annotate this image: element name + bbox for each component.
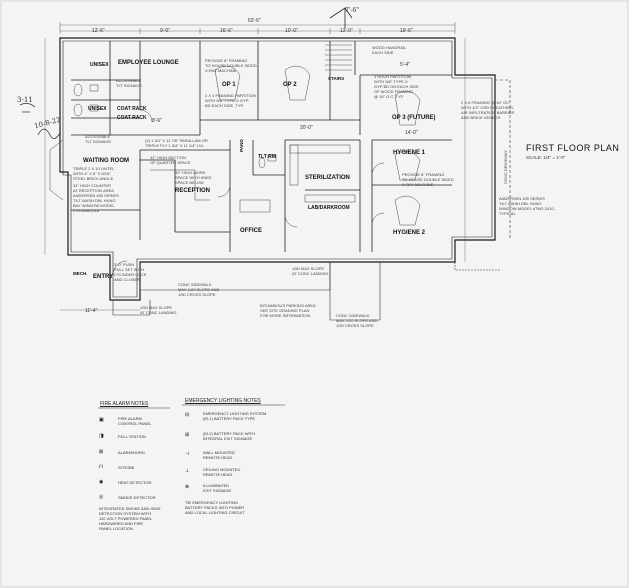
- room-coat-rack-2: COAT RACK: [117, 115, 147, 121]
- handwritten-marks: [19, 103, 61, 139]
- dim-6: 19'-6": [400, 28, 413, 34]
- room-employee-lounge: EMPLOYEE LOUNGE: [118, 60, 179, 66]
- note-door-push: 3'-0" PUSH PULL SET WITH CYLINDER LOCK A…: [114, 262, 147, 282]
- ceiling-head-icon: ⊥: [185, 468, 190, 474]
- room-op3: OP 3 (FUTURE): [392, 115, 436, 121]
- emergency-label: (EL2) BATTERY PACK WITH INTEGRAL EXIT SI…: [203, 431, 255, 441]
- site-work: [112, 79, 511, 321]
- dim-5: 13'-0": [340, 28, 353, 34]
- handwriting-3: 7'-6": [345, 7, 360, 14]
- dim-8: 20'-0": [300, 125, 313, 131]
- dim-3: 16'-6": [220, 28, 233, 34]
- dimension-lines: [44, 22, 466, 311]
- room-op1: OP 1: [222, 82, 236, 88]
- fire-alarm-label: HEAT DETECTOR: [118, 480, 152, 485]
- drawing-scale: SCALE: 1/4" = 1'-0": [526, 155, 566, 160]
- room-unisex-1: UNISEX: [90, 62, 109, 68]
- room-coat-rack-1: COAT RACK: [117, 106, 147, 112]
- note-slope-1: 1/50 MAX SLOPE AT CONC LANDING: [292, 266, 329, 276]
- alarm-horn-icon: ⊠: [99, 449, 104, 455]
- note-counter: 34" HIGH COUNTER AT RECEPTION AREA: [73, 183, 114, 193]
- fire-alarm-label: STROBE: [118, 465, 135, 470]
- dim-9: 14'-0": [405, 130, 418, 136]
- dim-10: 11'-4": [85, 308, 98, 314]
- exit-combo-icon: ⊞: [185, 432, 190, 438]
- emergency-footer: TIE EMERGENCY LIGHTING BATTERY PACKS INT…: [185, 500, 245, 515]
- dim-4: 10'-0": [285, 28, 298, 34]
- legend-frames: [98, 404, 285, 409]
- exit-sign-icon: ⊗: [185, 484, 190, 490]
- emergency-heading: EMERGENCY LIGHTING NOTES: [185, 398, 261, 404]
- accessible-signage-2: ACCESSIBLE TLT SIGNAGE: [85, 134, 112, 144]
- fire-alarm-label: ALARM/HORN: [118, 450, 145, 455]
- room-tlt: TLT RM: [258, 154, 276, 160]
- fire-alarm-label: FIRE ALARM CONTROL PANEL: [118, 416, 152, 426]
- note-window: ANDERSEN 400 SERIES TILT-WASH DBL HUNG B…: [73, 193, 119, 213]
- emergency-label: WALL MOUNTED REMOTE HEAD: [203, 450, 235, 460]
- fire-alarm-label: PULL STATION: [118, 434, 146, 439]
- note-wood-handrail: WOOD HANDRAIL EACH SIDE: [372, 45, 407, 55]
- note-driveway: CONC DRIVEWAY: [503, 150, 508, 184]
- dim-overall: 63'-6": [248, 18, 261, 24]
- fixtures: [49, 44, 421, 276]
- note-beam: (2) 1 3/4" X 11 7/8" PARALLAM OR TRIPLE …: [145, 138, 208, 148]
- drawing-title: FIRST FLOOR PLAN: [526, 143, 620, 153]
- room-unisex-2: UNISEX: [88, 106, 107, 112]
- room-hygiene1: HYGIENE 1: [393, 150, 426, 156]
- emergency-label: CEILING MOUNTED REMOTE HEAD: [203, 467, 241, 477]
- note-sidewalk-2: CONC SIDEWALK MAX 1/20 SLOPE AND 1/50 CR…: [336, 313, 378, 328]
- handwriting-1: 3-11: [17, 96, 33, 104]
- note-hr-partition: 1 HOUR PARTITION WITH 5/8" TYPE-X GYP BD…: [374, 74, 419, 99]
- dim-1: 12'-6": [92, 28, 105, 34]
- accessible-signage-1: ACCESSIBLE TLT SIGNAGE: [116, 78, 143, 88]
- room-reception: RECEPTION: [175, 188, 211, 194]
- emergency-label: EMERGENCY LIGHTING SYSTEM (EL1) BATTERY …: [203, 411, 267, 421]
- fire-alarm-label: SMOKE DETECTOR: [118, 495, 156, 500]
- north-arrow-icon: [329, 7, 353, 28]
- pull-station-icon: ◨: [99, 433, 104, 439]
- note-op1-partition2: 2 X 4 FRAMING PARTITION WITH 5/8" TYPE-X…: [205, 93, 256, 108]
- room-sterilization: STERILIZATION: [305, 175, 350, 181]
- note-quarter-space: 42" HIGH SECTION OF QUARTER SPACE: [150, 155, 191, 165]
- heat-detector-icon: ◉: [99, 479, 104, 485]
- note-xray-h2: PROVIDE 8" FRAMING TO HOUSE DOUBLE SIDED…: [402, 172, 454, 187]
- fire-alarm-footer: INTEGRATED SMOKE AND HEAT DETECTION SYST…: [99, 506, 161, 531]
- note-sidewalk-1: CONC SIDEWALK MAX 1/20 SLOPE AND 1/50 CR…: [178, 282, 220, 297]
- room-entry: ENTRY: [93, 274, 114, 280]
- room-waiting: WAITING ROOM: [83, 158, 129, 164]
- interior-walls: [71, 41, 452, 252]
- dim-2: 9'-0": [160, 28, 170, 34]
- fire-alarm-heading: FIRE ALARM NOTES: [100, 401, 149, 407]
- note-op1-partition: PROVIDE 8" FRAMING TO HOUSE DOUBLE SIDED…: [205, 58, 257, 73]
- wall-head-icon: ⊣: [185, 451, 190, 457]
- room-pano: PANO: [238, 139, 244, 152]
- room-office: OFFICE: [240, 228, 262, 234]
- strobe-icon: ⊓: [99, 464, 103, 470]
- note-lintel: TRIPLE 2 X 10 LINTEL WITH 4" X 6" X 5/16…: [73, 166, 115, 181]
- room-stairs: STAIRS: [328, 76, 345, 81]
- battery-pack-icon: ⊟: [185, 412, 190, 418]
- note-andersen-right: ANDERSEN 400 SERIES TILT-WASH DBL HUNG W…: [499, 196, 555, 216]
- note-slope-2: 1/50 MAX SLOPE AT CONC LANDING: [140, 305, 177, 315]
- note-parking: BITUMINOUS PARKING AREA SEE SITE GRADING…: [260, 303, 316, 318]
- note-workspace: 30" HIGH WORK SPACE WITH KNEE SPACE BELO…: [175, 170, 212, 185]
- room-mech: MECH.: [73, 271, 88, 276]
- dim-7: 8'-6": [152, 118, 162, 124]
- emergency-label: ILLUMINATED EXIT SIGNAGE: [203, 483, 232, 493]
- note-framing-right: 2 X 6 FRAMING @ 16" OC WITH 1/2" OSB SHE…: [461, 100, 515, 120]
- room-hygiene2: HYGIENE 2: [393, 230, 426, 236]
- room-lab: LAB/DARKROOM: [308, 205, 350, 211]
- dim-11: 5'-4": [400, 62, 410, 68]
- fire-alarm-panel-icon: ▣: [99, 417, 104, 423]
- smoke-detector-icon: ◎: [99, 494, 104, 500]
- room-op2: OP 2: [283, 82, 297, 88]
